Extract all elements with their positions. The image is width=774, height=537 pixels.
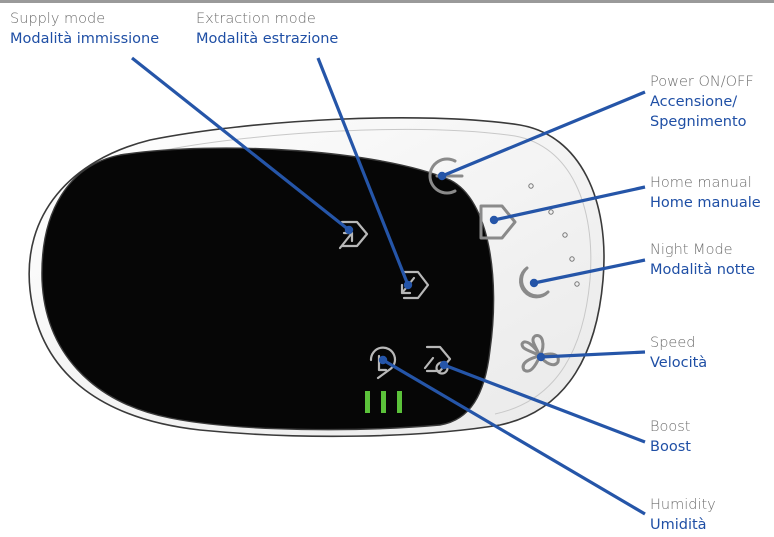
label-extraction-en: Extraction mode (196, 11, 316, 27)
leader-night (529, 258, 646, 288)
label-home-it: Home manuale (650, 195, 761, 212)
device-shell-edge (164, 128, 592, 415)
top-border (0, 0, 774, 3)
label-night-en: Night Mode (650, 242, 733, 258)
label-home-manual: Home manual Home manuale (650, 175, 761, 213)
leader-supply (131, 56, 354, 235)
label-extraction-mode: Extraction mode Modalità estrazione (196, 11, 338, 49)
label-speed-en: Speed (650, 335, 696, 351)
label-extraction-it: Modalità estrazione (196, 31, 339, 48)
label-speed: Speed Velocità (650, 335, 707, 373)
speed-bar (365, 391, 370, 413)
label-supply-mode: Supply mode Modalità immissione (10, 11, 159, 49)
label-supply-en: Supply mode (10, 11, 106, 27)
label-night-mode: Night Mode Modalità notte (650, 242, 755, 280)
label-power-en: Power ON/OFF (650, 74, 754, 90)
label-power-it-1: Accensione/ (650, 94, 738, 111)
label-humidity-en: Humidity (650, 497, 716, 513)
label-night-it: Modalità notte (650, 262, 756, 279)
label-humidity-it: Umidità (650, 517, 707, 534)
label-supply-it: Modalità immissione (10, 31, 160, 48)
speed-bar (397, 391, 402, 413)
home-manual-icon[interactable] (479, 204, 517, 240)
leader-speed (536, 350, 646, 362)
status-dot (528, 183, 534, 189)
label-home-en: Home manual (650, 175, 752, 191)
leader-boost (439, 360, 646, 444)
night-mode-icon[interactable] (519, 266, 550, 299)
label-speed-it: Velocità (650, 355, 708, 372)
leader-humidity (378, 355, 646, 516)
speed-level-indicator (365, 391, 402, 413)
leader-home (489, 185, 646, 225)
label-power: Power ON/OFF Accensione/ Spegnimento (650, 74, 754, 131)
speed-bar (381, 391, 386, 413)
leader-power (437, 90, 646, 181)
status-dot (562, 232, 568, 238)
leader-extraction (316, 57, 413, 290)
status-dot (548, 209, 554, 215)
label-humidity: Humidity Umidità (650, 497, 716, 535)
speed-fan-icon[interactable] (520, 334, 560, 373)
label-boost-en: Boost (650, 419, 691, 435)
status-dot (569, 256, 575, 262)
label-boost-it: Boost (650, 439, 691, 456)
label-boost: Boost Boost (650, 419, 691, 457)
label-power-it-2: Spegnimento (650, 113, 747, 130)
status-dot (574, 281, 580, 287)
